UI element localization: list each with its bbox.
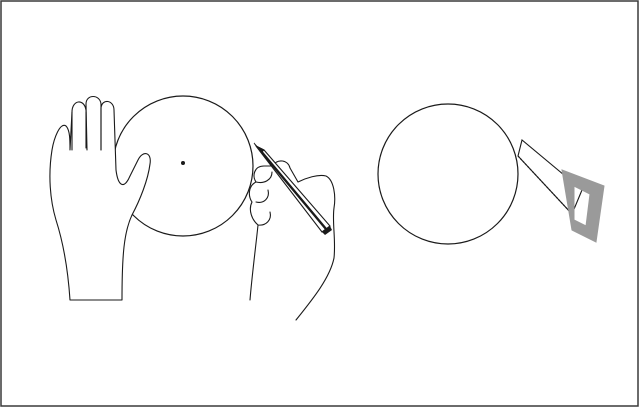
panel-trace-circle xyxy=(50,96,335,320)
hand-saw-icon xyxy=(518,140,604,242)
disc-icon xyxy=(378,104,518,244)
disc-icon xyxy=(113,96,253,236)
saw-handle xyxy=(562,170,604,242)
center-mark-icon xyxy=(181,161,185,165)
panel-cut-circle xyxy=(378,104,604,244)
